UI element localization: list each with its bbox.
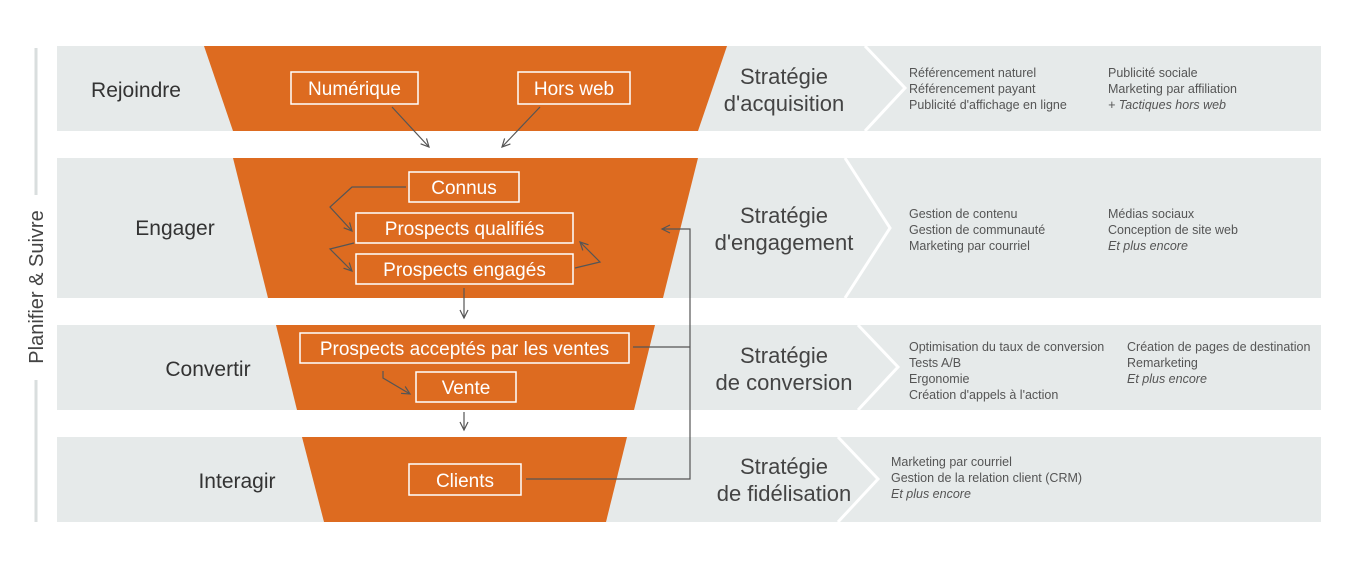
box-numerique-label: Numérique — [308, 79, 401, 100]
box-clients-frame — [408, 463, 522, 496]
box-vente-frame — [415, 371, 517, 403]
tactic-item: + Tactiques hors web — [1108, 98, 1226, 112]
tactic-item: Création d'appels à l'action — [909, 388, 1058, 402]
strategy-acquisition-line1: Stratégie — [740, 64, 828, 89]
tactic-item: Création de pages de destination — [1127, 340, 1311, 354]
chevron-engager — [843, 157, 892, 299]
box-numerique-frame — [290, 71, 419, 105]
box-prospects-qualifies: Prospects qualifiés — [355, 212, 574, 244]
tactic-item: Référencement payant — [909, 82, 1036, 96]
box-clients: Clients — [408, 463, 522, 496]
tactic-item: Tests A/B — [909, 356, 961, 370]
arrow-engages-back-to-qualifies — [574, 241, 602, 269]
box-numerique: Numérique — [290, 71, 419, 105]
tactic-item: Publicité sociale — [1108, 66, 1198, 80]
tactic-item: Publicité d'affichage en ligne — [909, 98, 1067, 112]
box-hors-web: Hors web — [517, 71, 631, 105]
strategy-conversion-line1: Stratégie — [740, 343, 828, 368]
box-connus-label: Connus — [431, 178, 497, 199]
chevron-interagir — [836, 435, 881, 524]
tactic-item: Et plus encore — [891, 487, 971, 501]
box-vente: Vente — [415, 371, 517, 403]
box-hors-web-frame — [517, 71, 631, 105]
funnel-segment-convertir — [276, 325, 655, 410]
chevron-convertir — [856, 323, 901, 412]
tactic-item: Gestion de la relation client (CRM) — [891, 471, 1082, 485]
stage-label-interagir: Interagir — [198, 470, 275, 493]
box-prospects-engages: Prospects engagés — [355, 253, 574, 285]
box-vente-label: Vente — [442, 378, 491, 399]
tactic-item: Gestion de contenu — [909, 207, 1017, 221]
tactic-item: Marketing par courriel — [909, 239, 1030, 253]
tactic-item: Conception de site web — [1108, 223, 1238, 237]
tactic-item: Et plus encore — [1127, 372, 1207, 386]
box-connus-frame — [408, 171, 520, 203]
box-qualifies-frame — [355, 212, 574, 244]
tactic-item: Optimisation du taux de conversion — [909, 340, 1104, 354]
tactic-item: Référencement naturel — [909, 66, 1036, 80]
box-acceptes-frame — [299, 332, 630, 364]
funnel-segment-rejoindre — [204, 46, 727, 131]
loop-clients-to-engager — [526, 224, 691, 480]
box-clients-label: Clients — [436, 471, 494, 492]
strategy-engagement-line1: Stratégie — [740, 203, 828, 228]
tactic-item: Ergonomie — [909, 372, 969, 386]
box-engages-label: Prospects engagés — [383, 260, 546, 281]
strategy-engagement-line2: d'engagement — [715, 230, 854, 255]
arrow-numerique-down — [391, 106, 430, 148]
arrow-hors-web-down — [501, 106, 541, 148]
tactic-item: Marketing par affiliation — [1108, 82, 1237, 96]
stage-label-convertir: Convertir — [165, 358, 250, 381]
box-connus: Connus — [408, 171, 520, 203]
strategy-fidelisation-line2: de fidélisation — [717, 481, 852, 506]
tactic-item: Gestion de communauté — [909, 223, 1045, 237]
tactic-item: Médias sociaux — [1108, 207, 1195, 221]
arrow-acceptes-to-vente — [382, 371, 412, 395]
box-qualifies-label: Prospects qualifiés — [385, 219, 544, 240]
chevron-rejoindre — [863, 44, 908, 133]
strategy-fidelisation-line1: Stratégie — [740, 454, 828, 479]
stage-label-rejoindre: Rejoindre — [91, 79, 181, 102]
tactic-item: Et plus encore — [1108, 239, 1188, 253]
box-hors-web-label: Hors web — [534, 79, 614, 100]
side-label: Planifier & Suivre — [26, 210, 48, 363]
plan-and-track-bracket: Planifier & Suivre — [26, 48, 48, 522]
flow-arrows — [328, 106, 691, 480]
strategy-acquisition-line2: d'acquisition — [724, 91, 844, 116]
box-engages-frame — [355, 253, 574, 285]
arrow-qualifies-to-engages — [328, 242, 355, 272]
band-convertir — [57, 325, 1321, 410]
tactic-item: Marketing par courriel — [891, 455, 1012, 469]
arrow-connus-to-qualifies — [329, 186, 406, 232]
box-acceptes-label: Prospects acceptés par les ventes — [320, 339, 609, 360]
tactic-item: Remarketing — [1127, 356, 1198, 370]
box-prospects-acceptes: Prospects acceptés par les ventes — [299, 332, 630, 364]
stage-label-engager: Engager — [135, 217, 214, 240]
funnel-segment-interagir — [302, 437, 627, 522]
strategy-conversion-line2: de conversion — [716, 370, 853, 395]
